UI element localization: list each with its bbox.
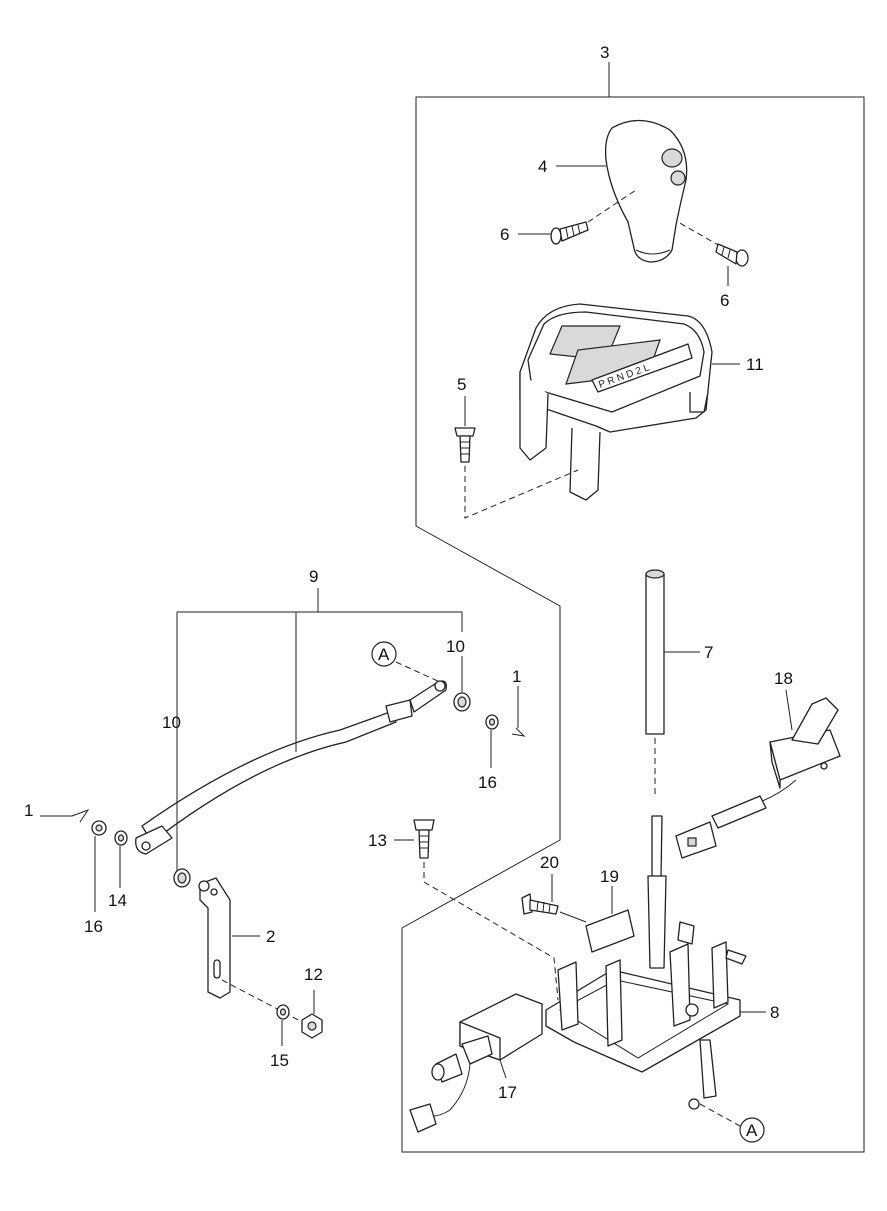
bushing-left — [173, 868, 191, 888]
callout-1a: 1 — [24, 801, 33, 820]
upper-assembly-frame — [401, 96, 865, 1153]
ref-a2-label: A — [746, 1121, 758, 1140]
solenoid-switch — [409, 993, 543, 1133]
washer-right — [485, 714, 499, 730]
shift-lever-rod — [645, 569, 665, 735]
callout-10b: 10 — [446, 637, 465, 656]
clip-right — [511, 727, 526, 737]
callout-18-leader — [785, 689, 793, 731]
panel-bolt — [454, 427, 476, 463]
bracket-guide — [221, 979, 307, 1025]
clip-left — [71, 808, 90, 823]
callout-8: 8 — [770, 1003, 779, 1022]
switch-plate — [585, 909, 635, 953]
callout-20: 20 — [540, 853, 559, 872]
shift-knob — [604, 119, 688, 263]
plate-guide — [559, 911, 587, 923]
knob-screw-left — [550, 221, 589, 245]
callout-9-bracket — [176, 588, 463, 880]
bolt-guide — [464, 466, 579, 519]
knob-screw-right — [715, 243, 749, 267]
base-bolt-guide — [423, 862, 559, 1001]
callout-2: 2 — [266, 927, 275, 946]
ref-a1-circle — [371, 641, 397, 667]
callout-17-leader — [499, 1059, 507, 1079]
base-bolt — [413, 819, 435, 859]
callout-10a: 10 — [162, 713, 181, 732]
knob-screw-guide-right — [677, 221, 721, 247]
callout-12: 12 — [304, 965, 323, 984]
washer-15 — [276, 1004, 290, 1020]
callout-6a: 6 — [500, 225, 509, 244]
callout-9: 9 — [309, 567, 318, 586]
lever-bracket — [198, 877, 231, 999]
ref-a2-guide — [699, 1103, 741, 1127]
callout-18: 18 — [774, 669, 793, 688]
shift-lever-base — [545, 815, 747, 1110]
callout-3: 3 — [600, 43, 609, 62]
bushing-right — [453, 692, 471, 712]
callout-19: 19 — [600, 867, 619, 886]
ref-a1-label: A — [378, 645, 390, 664]
washer-left — [91, 820, 107, 836]
callout-7: 7 — [704, 643, 713, 662]
callout-14: 14 — [108, 891, 127, 910]
ref-a2-circle — [739, 1117, 765, 1143]
callout-15: 15 — [270, 1051, 289, 1070]
micro-switch — [675, 697, 841, 859]
shift-cable — [135, 680, 447, 855]
callout-4: 4 — [538, 157, 547, 176]
callout-11: 11 — [746, 355, 764, 374]
callout-5: 5 — [457, 375, 466, 394]
callout-17: 17 — [498, 1083, 517, 1102]
callout-16a: 16 — [84, 917, 103, 936]
nut-14 — [114, 830, 128, 846]
switch-screw — [521, 893, 559, 915]
callout-6b: 6 — [720, 291, 729, 310]
ref-a1-guide — [395, 661, 441, 683]
callout-16b: 16 — [478, 773, 497, 792]
nut-12 — [301, 1013, 323, 1039]
indicator-panel — [519, 303, 713, 501]
callout-13: 13 — [368, 831, 387, 850]
callout-1b: 1 — [512, 667, 521, 686]
